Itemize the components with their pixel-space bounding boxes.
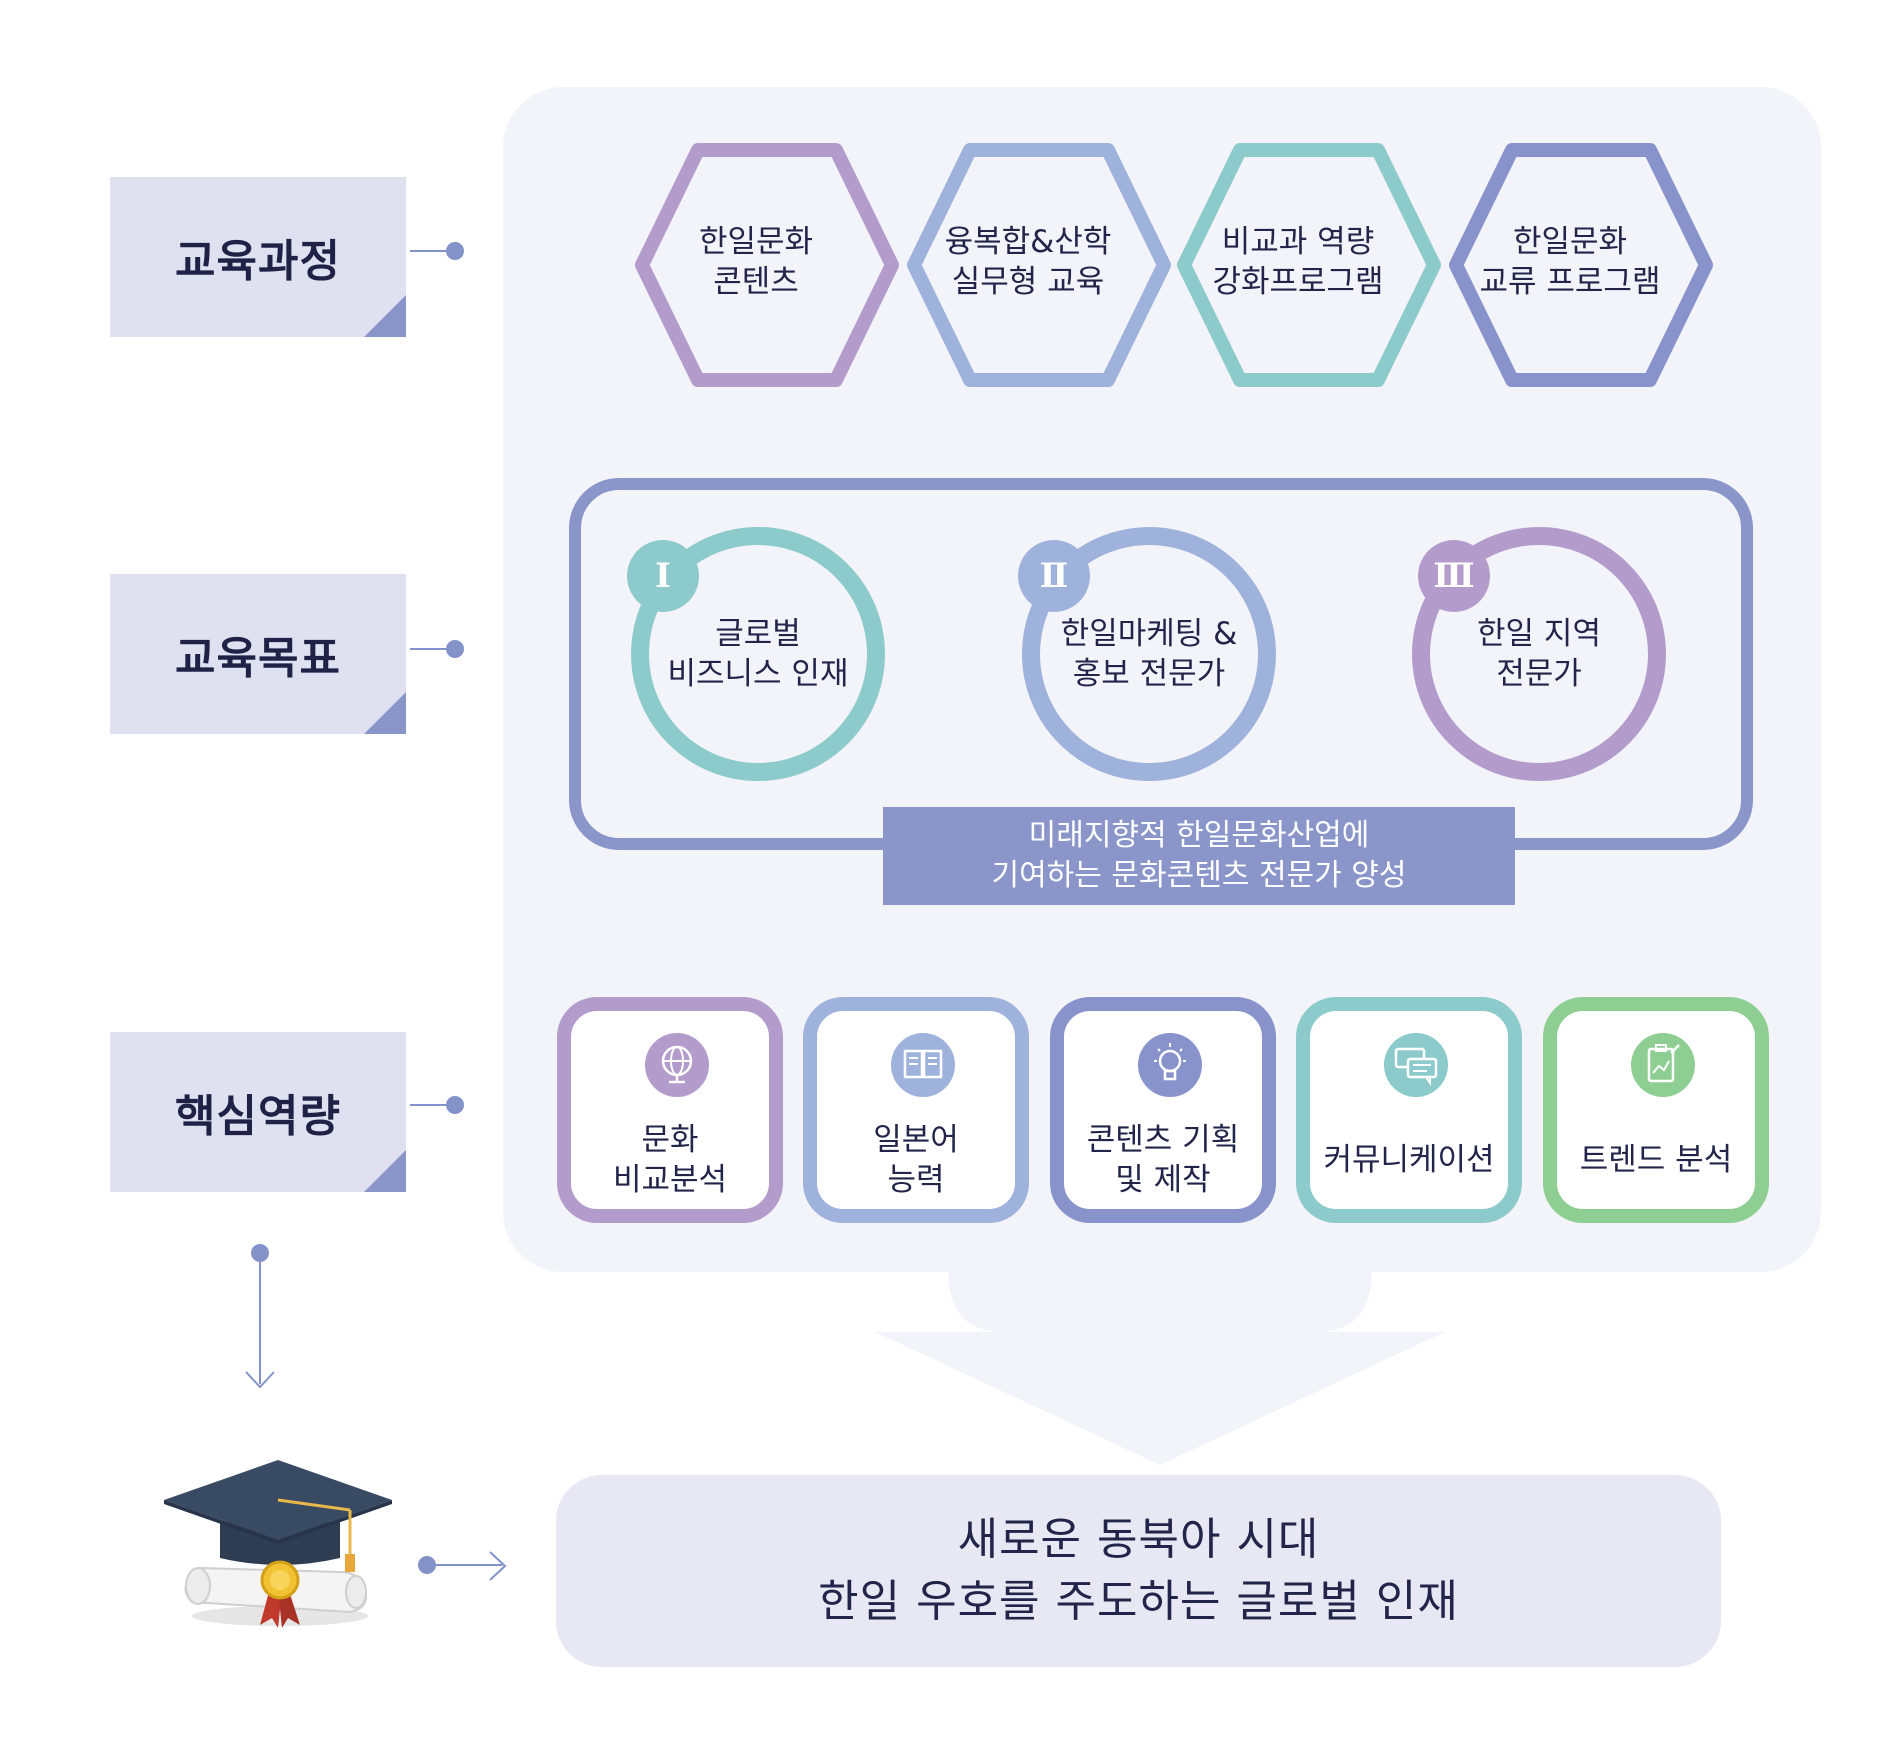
- arrow-right-icon: [488, 1550, 508, 1582]
- label-curriculum: 교육과정: [110, 177, 406, 337]
- competency-line2: 능력: [817, 1160, 1015, 1200]
- connector-dot: [446, 1096, 464, 1114]
- objective-banner-line1: 미래지향적 한일문화산업에: [883, 816, 1515, 856]
- competency-card: 문화 비교분석: [557, 997, 783, 1223]
- competency-line1: 일본어: [817, 1120, 1015, 1160]
- label-objective: 교육목표: [110, 574, 406, 734]
- book-icon: [891, 1033, 955, 1097]
- competency-line1: 커뮤니케이션: [1310, 1140, 1508, 1180]
- curriculum-line1: 비교과 역량: [1183, 222, 1413, 262]
- competency-card: 트렌드 분석: [1543, 997, 1769, 1223]
- curriculum-line1: 한일문화: [1455, 222, 1685, 262]
- objective-banner: 미래지향적 한일문화산업에 기여하는 문화콘텐츠 전문가 양성: [883, 807, 1515, 905]
- competency-line2: 비교분석: [571, 1160, 769, 1200]
- result-box: 새로운 동북아 시대 한일 우호를 주도하는 글로벌 인재: [556, 1475, 1721, 1667]
- curriculum-item: 융복합&산학 실무형 교육: [913, 222, 1143, 302]
- competency-text: 문화 비교분석: [571, 1115, 769, 1205]
- competency-card: 콘텐츠 기획 및 제작: [1050, 997, 1276, 1223]
- objective-banner-line2: 기여하는 문화콘텐츠 전문가 양성: [883, 856, 1515, 896]
- objective-numeral: Ⅰ: [627, 540, 699, 612]
- label-competency-text: 핵심역량: [110, 1032, 406, 1192]
- clipboard-chart-icon: [1631, 1033, 1695, 1097]
- objective-line2: 비즈니스 인재: [631, 654, 885, 694]
- curriculum-item: 비교과 역량 강화프로그램: [1183, 222, 1413, 302]
- objective-line1: 글로벌: [631, 614, 885, 654]
- curriculum-line1: 융복합&산학: [913, 222, 1143, 262]
- label-fold: [364, 1150, 406, 1192]
- label-objective-text: 교육목표: [110, 574, 406, 734]
- curriculum-item: 한일문화 교류 프로그램: [1455, 222, 1685, 302]
- objective-line1: 한일마케팅 &: [1022, 614, 1276, 654]
- competency-line1: 트렌드 분석: [1557, 1140, 1755, 1180]
- curriculum-line2: 교류 프로그램: [1455, 262, 1685, 302]
- objective-line2: 전문가: [1412, 654, 1666, 694]
- connector-dot: [446, 242, 464, 260]
- objective-text: 한일 지역 전문가: [1412, 614, 1666, 694]
- globe-icon: [645, 1033, 709, 1097]
- competency-text: 일본어 능력: [817, 1115, 1015, 1205]
- competency-text: 커뮤니케이션: [1310, 1115, 1508, 1205]
- flow-line: [259, 1254, 261, 1384]
- competency-line2: 및 제작: [1064, 1160, 1262, 1200]
- label-fold: [364, 692, 406, 734]
- connector-dot: [446, 640, 464, 658]
- label-curriculum-text: 교육과정: [110, 177, 406, 337]
- label-competency: 핵심역량: [110, 1032, 406, 1192]
- objective-numeral: Ⅲ: [1418, 540, 1490, 612]
- result-line2: 한일 우호를 주도하는 글로벌 인재: [556, 1571, 1721, 1633]
- lightbulb-icon: [1138, 1033, 1202, 1097]
- objective-text: 글로벌 비즈니스 인재: [631, 614, 885, 694]
- competency-text: 콘텐츠 기획 및 제작: [1064, 1115, 1262, 1205]
- curriculum-item: 한일문화 콘텐츠: [641, 222, 871, 302]
- competency-card: 커뮤니케이션: [1296, 997, 1522, 1223]
- competency-line1: 문화: [571, 1120, 769, 1160]
- objective-text: 한일마케팅 & 홍보 전문가: [1022, 614, 1276, 694]
- competency-text: 트렌드 분석: [1557, 1115, 1755, 1205]
- arrow-down-icon: [244, 1370, 276, 1390]
- curriculum-line2: 강화프로그램: [1183, 262, 1413, 302]
- competency-card: 일본어 능력: [803, 997, 1029, 1223]
- objective-line1: 한일 지역: [1412, 614, 1666, 654]
- objective-numeral: Ⅱ: [1018, 540, 1090, 612]
- competency-line1: 콘텐츠 기획: [1064, 1120, 1262, 1160]
- label-fold: [364, 295, 406, 337]
- curriculum-line2: 콘텐츠: [641, 262, 871, 302]
- result-line1: 새로운 동북아 시대: [556, 1509, 1721, 1571]
- curriculum-line1: 한일문화: [641, 222, 871, 262]
- curriculum-line2: 실무형 교육: [913, 262, 1143, 302]
- objective-line2: 홍보 전문가: [1022, 654, 1276, 694]
- graduation-cap-icon: [160, 1450, 400, 1640]
- speech-bubbles-icon: [1384, 1033, 1448, 1097]
- down-arrow: [860, 1260, 1460, 1470]
